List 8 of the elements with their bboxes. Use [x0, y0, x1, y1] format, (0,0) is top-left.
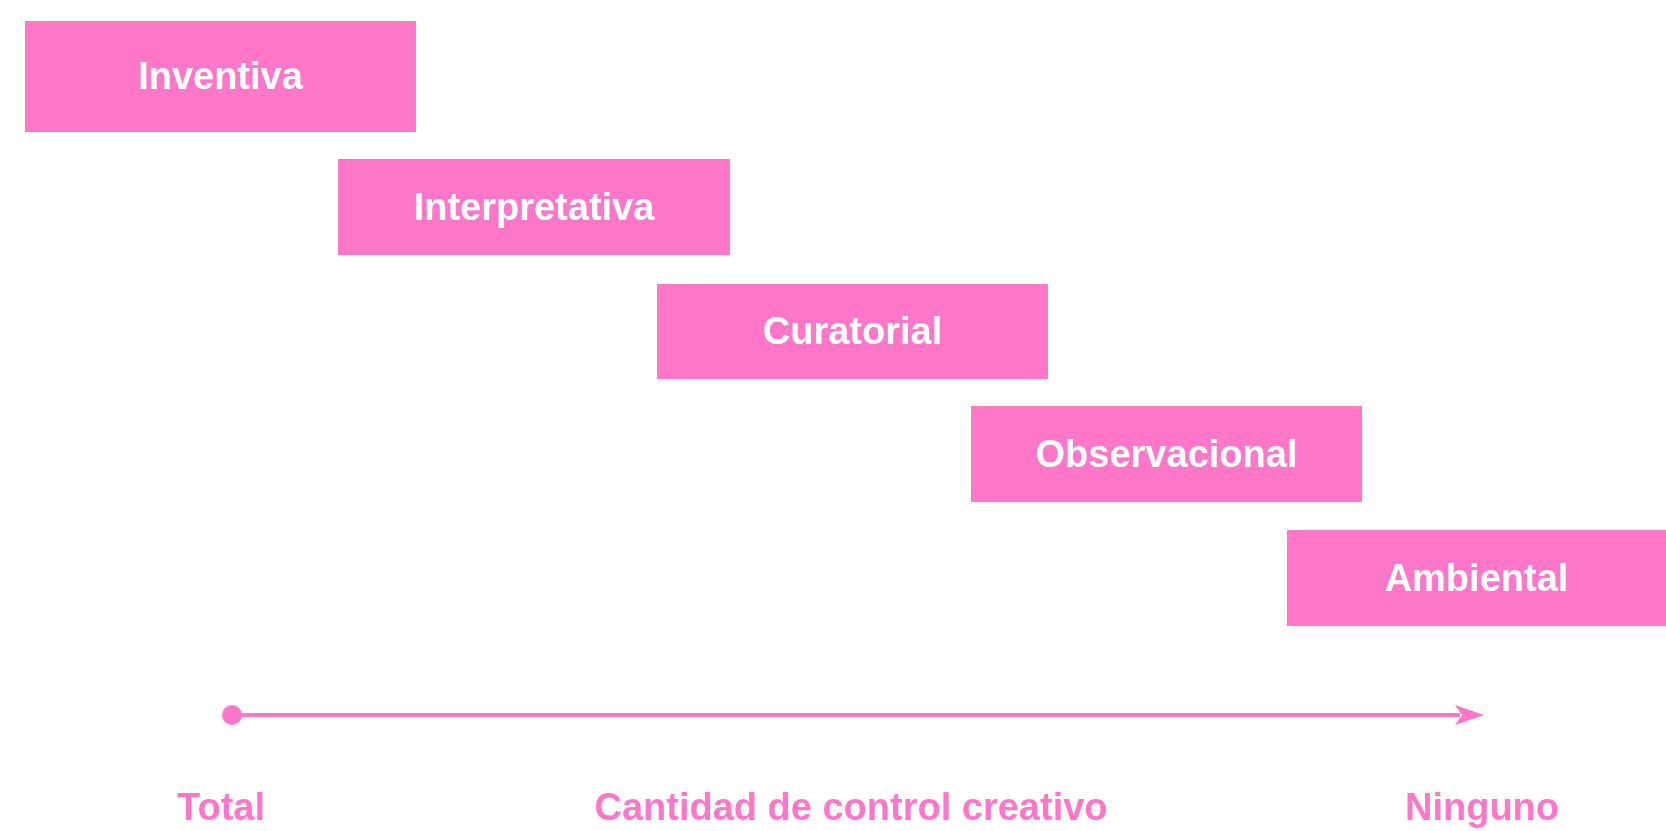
stage-box: Curatorial [657, 284, 1048, 379]
stage-box: Ambiental [1287, 530, 1666, 626]
axis-end-label: Total [177, 786, 265, 829]
stage-box: Inventiva [25, 21, 416, 132]
axis-title: Cantidad de control creativo [594, 786, 1108, 829]
axis-end-label: Ninguno [1404, 786, 1560, 829]
stage-box: Interpretativa [338, 159, 730, 255]
stage-box: Observacional [971, 406, 1362, 502]
